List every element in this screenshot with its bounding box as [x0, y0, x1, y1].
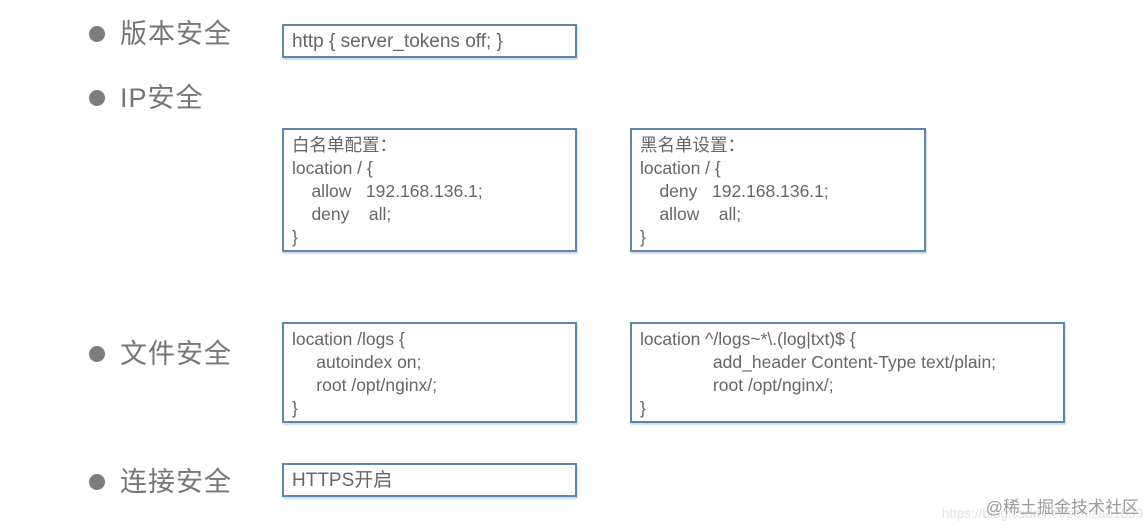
code-box-ip-whitelist: 白名单配置： location / { allow 192.168.136.1;…	[282, 128, 577, 252]
watermark-url: https://blog.csdn.net/echizao1839	[941, 506, 1143, 521]
code-line: }	[640, 227, 646, 247]
code-line: deny 192.168.136.1;	[640, 181, 829, 201]
section-label-version-security: 版本安全	[120, 19, 232, 49]
code-line: location ^/logs~*\.(log|txt)$ {	[640, 329, 856, 349]
code-line: }	[292, 398, 298, 418]
code-line: add_header Content-Type text/plain;	[640, 352, 997, 372]
section-label-ip-security: IP安全	[120, 83, 204, 113]
code-line: 白名单配置：	[292, 135, 397, 155]
bullet-icon	[89, 26, 105, 42]
code-line: http { server_tokens off; }	[292, 30, 503, 52]
code-line: }	[292, 227, 298, 247]
code-line: root /opt/nginx/;	[292, 375, 437, 395]
section-label-connection-security: 连接安全	[120, 467, 232, 497]
code-line: deny all;	[292, 204, 392, 224]
code-line: location / {	[640, 158, 721, 178]
code-box-logs-regex-content-type: location ^/logs~*\.(log|txt)$ { add_head…	[630, 322, 1065, 423]
code-line: allow 192.168.136.1;	[292, 181, 483, 201]
watermark-community-badge: @稀土掘金技术社区	[985, 498, 1139, 517]
section-label-file-security: 文件安全	[120, 339, 232, 369]
code-box-ip-blacklist: 黑名单设置： location / { deny 192.168.136.1; …	[630, 128, 926, 252]
code-line: HTTPS开启	[292, 469, 393, 491]
code-line: allow all;	[640, 204, 742, 224]
code-line: location /logs {	[292, 329, 405, 349]
code-line: autoindex on;	[292, 352, 422, 372]
code-box-logs-autoindex: location /logs { autoindex on; root /opt…	[282, 322, 577, 423]
code-box-server-tokens: http { server_tokens off; }	[282, 24, 577, 58]
code-line: }	[640, 398, 646, 418]
bullet-icon	[89, 346, 105, 362]
code-line: location / {	[292, 158, 373, 178]
code-box-https-enable: HTTPS开启	[282, 463, 577, 497]
code-line: root /opt/nginx/;	[640, 375, 834, 395]
code-line: 黑名单设置：	[640, 135, 745, 155]
bullet-icon	[89, 474, 105, 490]
bullet-icon	[89, 90, 105, 106]
